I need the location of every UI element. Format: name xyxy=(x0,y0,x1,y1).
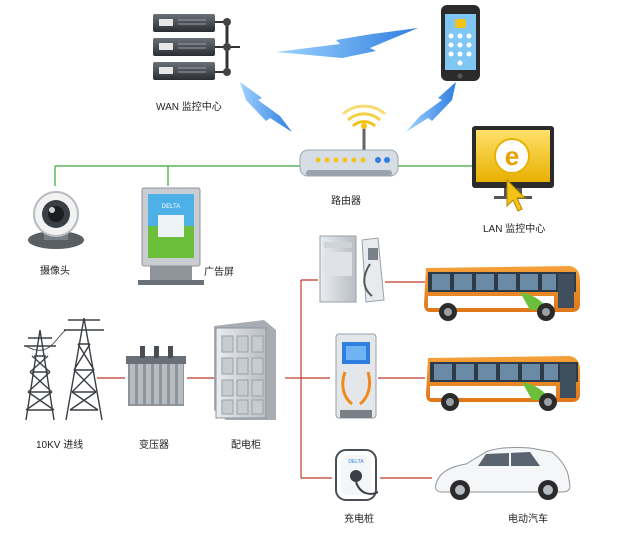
wan-server-icon xyxy=(153,14,240,80)
ie-logo-icon: e xyxy=(505,141,519,171)
wan-center-label: WAN 监控中心 xyxy=(156,102,222,113)
power-lines xyxy=(97,279,432,479)
router-label: 路由器 xyxy=(331,196,361,207)
wireless-links xyxy=(240,28,456,132)
transformer-icon xyxy=(126,346,186,406)
cursor-icon xyxy=(506,178,527,212)
ad-screen-label: 广告屏 xyxy=(204,267,234,278)
wireless-bolt-phone-router xyxy=(406,82,456,132)
lan-monitor-icon: e xyxy=(472,126,554,212)
distribution-cabinet-label: 配电柜 xyxy=(231,440,261,451)
wallbox-charger-icon: DELTA xyxy=(335,449,379,501)
ad-screen-brand: DELTA xyxy=(162,204,180,210)
distribution-cabinet-icon xyxy=(214,320,276,420)
wireless-bolt-wan-router xyxy=(240,82,292,132)
wireless-bolt-wan-phone xyxy=(276,28,418,58)
router-icon xyxy=(299,104,399,177)
ad-screen-icon: DELTA xyxy=(138,187,204,285)
camera-icon xyxy=(28,191,84,249)
line-10kv-label: 10KV 进线 xyxy=(36,440,84,451)
smartphone-icon xyxy=(441,5,480,81)
transmission-tower-icon xyxy=(24,317,104,421)
electric-car-icon xyxy=(435,447,571,500)
electric-bus-icon-2 xyxy=(426,356,580,411)
ev-car-label: 电动汽车 xyxy=(508,514,548,525)
dc-charger-pile-icon xyxy=(335,333,377,419)
electric-bus-icon xyxy=(424,266,580,321)
camera-label: 摄像头 xyxy=(40,266,70,277)
wallbox-brand: DELTA xyxy=(348,459,364,465)
lan-center-label: LAN 监控中心 xyxy=(483,224,546,235)
charger-label: 充电桩 xyxy=(344,514,374,525)
network-lines xyxy=(54,165,472,186)
dc-charger-cabinet-icon xyxy=(319,235,385,303)
transformer-label: 变压器 xyxy=(139,440,169,451)
